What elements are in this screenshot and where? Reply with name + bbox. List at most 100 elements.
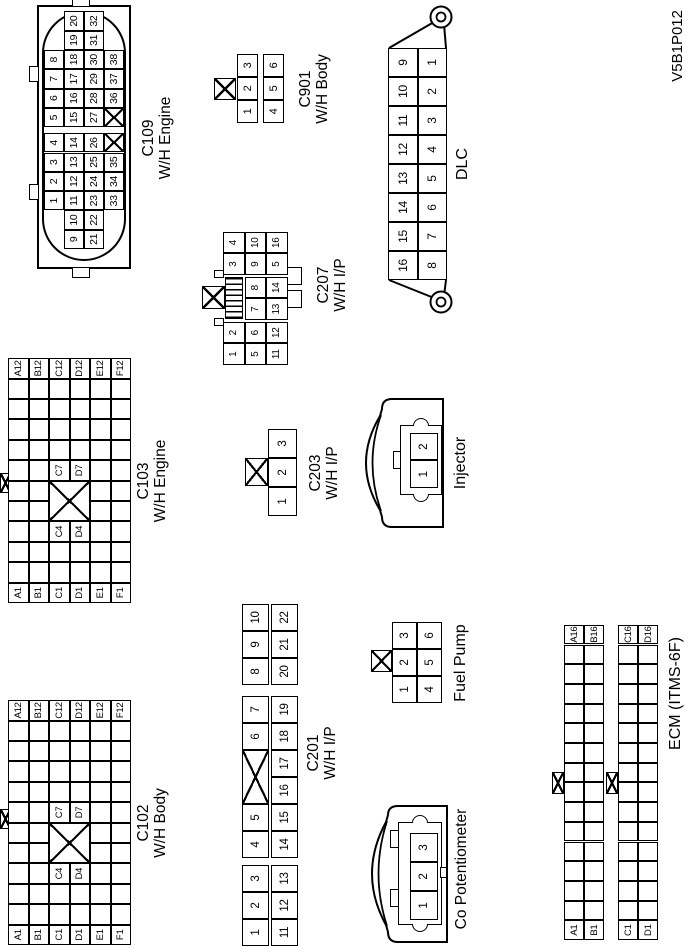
c203-pin-2: 2 [268,458,297,487]
c207-latch-comb-icon [225,277,243,319]
c103-pin-E12: E12 [90,358,111,379]
c109-pin-6: 6 [44,88,64,108]
c109-label: C109 W/H Engine [140,96,174,180]
c103-pin-D4: D4 [69,521,90,542]
ecm-pin-C16: C16 [618,624,638,645]
ecm-pin-D1: D1 [638,920,658,940]
ecm-empty-cell [618,644,638,665]
c109-pin-25: 25 [84,152,104,172]
c102-pin-C7: C7 [49,802,70,823]
c103-blocked-cell [49,480,90,522]
c102-empty-cell [8,741,29,762]
c103-empty-cell [90,541,111,563]
ecm-latch-icon [606,772,618,794]
c201-pin-9: 9 [242,631,269,658]
ecm-empty-cell [564,861,584,881]
fuel_pump-pin-6: 6 [417,622,442,649]
ecm-empty-cell [584,703,604,724]
c102-empty-cell [8,781,29,803]
c102-empty-cell [90,822,111,843]
c109-pin-30: 30 [84,50,104,70]
c103-pin-E1: E1 [90,582,111,603]
ecm-empty-cell [584,762,604,783]
c109-pin-13: 13 [64,152,84,172]
fuel_pump-pin-2: 2 [392,649,417,676]
c103-pin-C4: C4 [49,521,70,542]
c103-empty-cell [90,460,111,481]
c109-pin-20: 20 [64,11,84,31]
fuel_pump-pin-5: 5 [417,649,442,676]
injector-pin-1: 1 [410,460,438,488]
c201-pin-2: 2 [242,892,269,919]
c102-empty-cell [110,720,131,741]
c201-pin-20: 20 [271,658,298,685]
c901-pin-4: 4 [263,100,284,123]
dlc-pin-9: 9 [388,48,418,77]
c102-empty-cell [90,741,111,762]
c207-pin-12: 12 [266,322,288,344]
c102-empty-cell [110,843,131,864]
c103-empty-cell [28,521,49,542]
ecm-empty-cell [618,821,638,842]
c109-mount-tab-icon [29,66,39,82]
c102-empty-cell [69,781,90,803]
c103-empty-cell [49,399,70,420]
c203-label: C203 W/H I/P [307,446,341,500]
fuel-pump-label: Fuel Pump [452,624,469,702]
ecm-empty-cell [584,683,604,704]
co-potentiometer-notch-icon [440,867,447,878]
c109-pin-15: 15 [64,107,84,128]
dlc-pin-1: 1 [417,48,447,77]
ecm-empty-cell [638,683,658,704]
c102-label: C102 W/H Body [135,788,169,858]
c103-empty-cell [49,378,70,399]
c103-empty-cell [110,419,131,440]
ecm-empty-cell [564,644,584,665]
c109-pin-27: 27 [84,107,104,128]
ecm-empty-cell [584,900,604,921]
dlc-pin-15: 15 [388,222,418,251]
c103-empty-cell [110,521,131,542]
ecm-empty-cell [618,802,638,822]
c207-pin-10: 10 [244,232,266,254]
c109-pin-18: 18 [64,50,84,70]
ecm-empty-cell [638,723,658,743]
dlc-pin-5: 5 [417,164,447,193]
c207-pin-16: 16 [266,232,288,254]
dlc-pin-2: 2 [417,77,447,106]
c103-pin-C1: C1 [49,582,70,603]
c103-empty-cell [90,378,111,399]
c103-empty-cell [28,480,49,501]
co-potentiometer-key-tab-icon [390,830,399,848]
c102-empty-cell [90,843,111,864]
ecm-empty-cell [564,703,584,724]
c901-pin-2: 2 [237,77,258,100]
c201-pin-22: 22 [271,604,298,631]
c103-pin-A12: A12 [8,358,29,379]
c103-empty-cell [110,480,131,501]
c207-pin-5: 5 [244,343,266,365]
dlc-mount-ears-icon [388,5,453,314]
ecm-pin-A1: A1 [564,920,584,940]
c103-empty-cell [8,501,29,522]
c102-pin-F1: F1 [110,924,131,945]
c109-side-tab-icon [72,0,90,7]
c207-hook-icon [288,267,302,285]
c102-empty-cell [49,883,70,905]
c207-pin-6: 6 [244,322,266,344]
ecm-empty-cell [584,664,604,684]
ecm-empty-cell [638,900,658,921]
co_potentiometer-pin-3: 3 [410,833,438,862]
c103-empty-cell [28,541,49,563]
c207-pin-1: 1 [223,343,245,365]
fuel_pump-pin-1: 1 [392,676,417,703]
c102-empty-cell [28,781,49,803]
ecm-empty-cell [584,644,604,665]
ecm-empty-cell [564,880,584,901]
c103-empty-cell [8,521,29,542]
ecm-empty-cell [638,841,658,862]
ecm-empty-cell [584,782,604,803]
c109-pin-29: 29 [84,69,104,89]
c901-pin-6: 6 [263,54,284,77]
